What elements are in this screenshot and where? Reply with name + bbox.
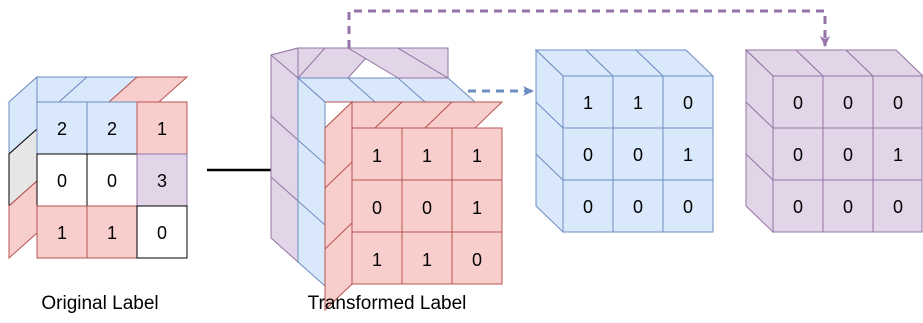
cell-value: 0 xyxy=(893,197,903,217)
cell-value: 1 xyxy=(472,198,482,218)
cell-value: 0 xyxy=(843,197,853,217)
grid-cell xyxy=(86,205,138,259)
red-left xyxy=(324,100,353,312)
cell-value: 1 xyxy=(472,146,482,166)
top-face xyxy=(844,49,923,77)
red-layer: 1 1 1 0 0 1 1 1 0 xyxy=(323,100,504,312)
original-label-cube: 2 2 1 0 0 3 1 1 0 xyxy=(7,75,189,260)
layer-divider xyxy=(535,153,564,181)
purple-left xyxy=(270,53,299,264)
grid-cell xyxy=(351,179,403,233)
left-face xyxy=(535,48,564,234)
cell-value: 1 xyxy=(372,146,382,166)
blue-top xyxy=(296,77,477,103)
purple-channel-cube: 0 0 0 0 0 1 0 0 0 xyxy=(744,48,923,234)
purple-channel-arrow xyxy=(347,9,830,48)
layer-divider xyxy=(535,101,564,129)
grid-cell xyxy=(136,153,188,207)
grid-cell xyxy=(136,101,188,155)
cell-value: 0 xyxy=(57,171,67,191)
cell-value: 0 xyxy=(422,198,432,218)
cell-value: 1 xyxy=(107,223,117,243)
grid-cell xyxy=(772,179,824,233)
blue-left xyxy=(297,76,326,288)
cell-value: 0 xyxy=(793,145,803,165)
cell-value: 0 xyxy=(793,197,803,217)
grid-cell xyxy=(562,179,614,233)
cell-value: 3 xyxy=(157,171,167,191)
grid-cell xyxy=(612,75,664,129)
original-label-caption: Original Label xyxy=(41,293,158,314)
cell-value: 0 xyxy=(472,250,482,270)
cell-value: 0 xyxy=(893,93,903,113)
layer-divider xyxy=(297,139,326,165)
transformed-label-stack: 1 1 1 0 0 1 1 1 0 xyxy=(270,47,504,312)
grid-cell xyxy=(401,127,453,181)
cell-value: 0 xyxy=(107,171,117,191)
cell-value: 1 xyxy=(57,223,67,243)
cell-value: 1 xyxy=(422,250,432,270)
cell-value: 0 xyxy=(583,197,593,217)
layer-divider xyxy=(745,101,774,129)
cell-value: 1 xyxy=(893,145,903,165)
cell-value: 0 xyxy=(843,93,853,113)
grid-cell xyxy=(36,205,88,259)
blue-channel-cube: 1 1 0 0 0 1 0 0 0 xyxy=(534,48,715,234)
cell-value: 1 xyxy=(583,93,593,113)
cell-value: 0 xyxy=(372,198,382,218)
grid-cell xyxy=(351,231,403,285)
cell-value: 2 xyxy=(107,119,117,139)
cell-value: 2 xyxy=(57,119,67,139)
grid-cell xyxy=(662,179,714,233)
cell-value: 1 xyxy=(683,145,693,165)
cell-value: 0 xyxy=(157,223,167,243)
cell-value: 0 xyxy=(633,145,643,165)
grid-cell xyxy=(612,179,664,233)
cell-value: 1 xyxy=(422,146,432,166)
layer-divider xyxy=(324,222,353,250)
grid-cell xyxy=(772,127,824,181)
layer-divider xyxy=(745,153,774,181)
layer-divider xyxy=(270,176,299,202)
grid-cell xyxy=(612,127,664,181)
cell-value: 0 xyxy=(633,197,643,217)
grid-cell xyxy=(822,179,874,233)
left-face xyxy=(745,48,774,234)
grid-cell xyxy=(451,231,503,285)
grid-cell xyxy=(451,127,503,181)
grid-cell xyxy=(351,127,403,181)
cell-value: 1 xyxy=(372,250,382,270)
layer-divider xyxy=(270,115,299,141)
layer-divider xyxy=(324,161,353,189)
cell-value: 0 xyxy=(793,93,803,113)
cell-value: 0 xyxy=(683,93,693,113)
cell-value: 0 xyxy=(583,145,593,165)
blue-layer xyxy=(296,47,477,288)
cell-value: 1 xyxy=(633,93,643,113)
top-face xyxy=(396,47,449,79)
cell-value: 0 xyxy=(683,197,693,217)
grid-cell xyxy=(872,179,923,233)
cell-value: 0 xyxy=(843,145,853,165)
layer-divider xyxy=(297,200,326,226)
grid-cell xyxy=(662,75,714,129)
transformed-label-caption: Transformed Label xyxy=(308,293,467,314)
grid-cell xyxy=(872,127,923,181)
layer-divider xyxy=(397,77,426,103)
layer-divider xyxy=(347,77,376,103)
grid-cell xyxy=(136,205,188,259)
cell-value: 1 xyxy=(157,119,167,139)
